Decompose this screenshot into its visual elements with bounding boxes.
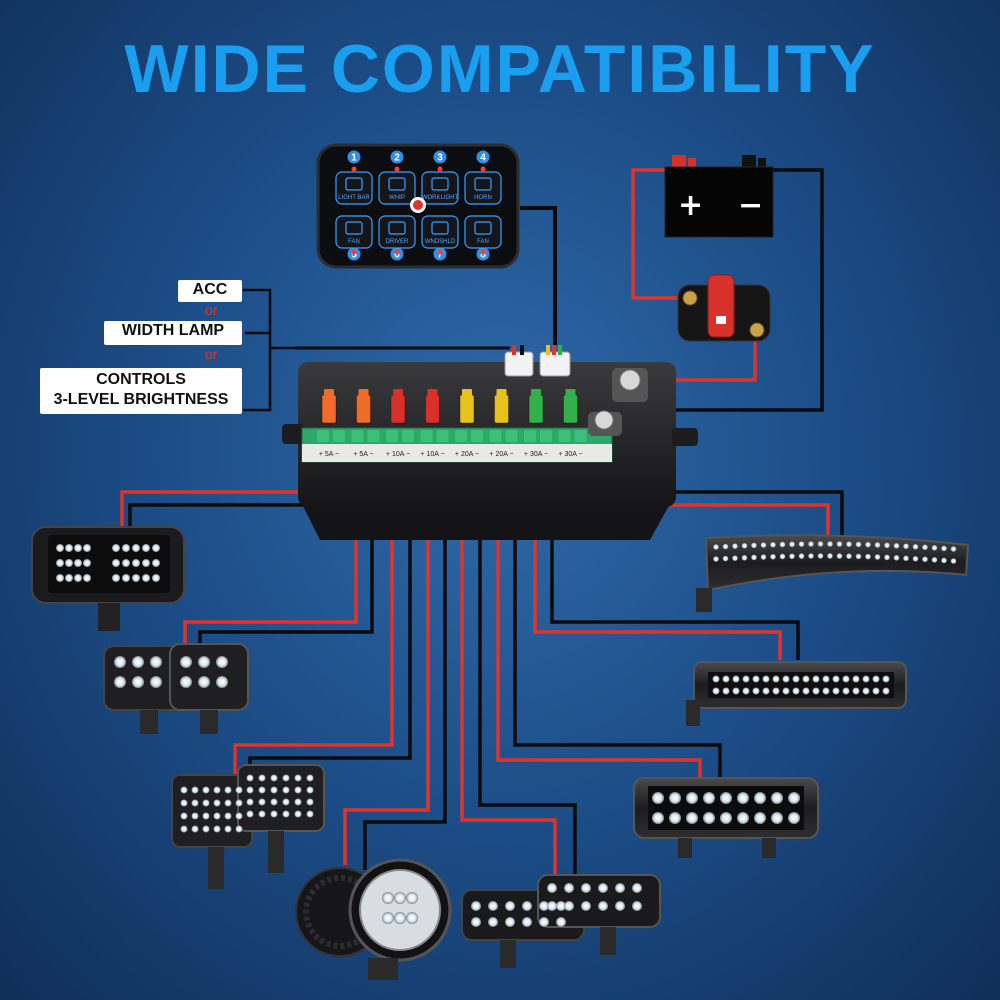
long-curved-light-bar [696,534,970,612]
switch-number: 8 [480,250,486,261]
fuse-2: + 5A − [351,389,380,458]
wire-black-round [363,462,447,870]
switch-label: DRIVER [386,239,409,245]
wire-red-round [343,462,430,865]
wire-red-square [233,462,394,775]
battery-minus-label: − [738,188,763,223]
switch-button-5[interactable]: 5 FAN [335,215,373,261]
label-controls-line1: CONTROLS [96,371,186,388]
wire-red-pods [183,462,358,650]
battery: + − [664,155,774,238]
medium-light-bar [686,661,907,726]
fuse-8: + 30A − [558,389,587,458]
switch-icon [474,177,492,191]
switch-icon [388,177,406,191]
fuses: + 5A − + 5A − + 10A − + 10A − + 20A − + 20A −… [317,389,587,458]
switch-button-8[interactable]: 8 FAN [464,215,502,261]
switch-icon [431,221,449,235]
switch-icon [345,177,363,191]
switch-label: FAN [477,239,489,245]
dual-pod-lights [103,643,249,734]
small-light-bars [461,874,661,968]
wire-battery-negative [610,168,824,412]
fuse-5: + 20A − [455,389,483,458]
fuse-3: + 10A − [386,389,414,458]
short-double-row-bar [633,777,819,858]
wire-red-short [496,462,702,785]
fuse-1: + 5A − [317,389,345,458]
switch-button-7[interactable]: 7 WNDSHLD [421,215,459,261]
switch-button-6[interactable]: 6 DRIVER [378,215,416,261]
label-width-lamp: WIDTH LAMP [104,321,242,345]
fuse-rating: + 10A − [420,451,444,458]
wire-battery-positive [631,168,690,300]
fuse-rating: + 10A − [386,451,410,458]
switch-number: 6 [394,250,400,261]
switch-label: HORN [474,195,492,201]
label-controls-line2: 3-LEVEL BRIGHTNESS [53,391,229,408]
lights [31,526,970,980]
label-acc: ACC [178,280,242,302]
fuse-rating: + 30A − [558,451,582,458]
fuse-4: + 10A − [420,389,449,458]
cube-light-combo [31,526,185,631]
fuse-6: + 20A − [489,389,518,458]
wire-switch-panel [520,206,557,345]
switch-icon [388,221,406,235]
battery-plus-label: + [678,188,703,223]
round-driving-lights [295,858,452,980]
switch-icon [474,221,492,235]
switch-number: 3 [437,153,443,164]
fuse-rating: + 5A − [319,451,339,458]
wire-harness [120,168,844,875]
switch-icon [431,177,449,191]
switch-number: 1 [351,153,357,164]
label-controls: CONTROLS 3-LEVEL BRIGHTNESS [40,368,242,414]
wire-red-cube [120,462,320,530]
wire-signal-bracket [243,288,295,412]
circuit-breaker [677,274,771,342]
square-flood-pods [171,764,325,889]
fuse-7: + 30A − [524,389,552,458]
label-or-2: or [205,346,218,362]
switch-label: WORKLIGHT [422,195,459,201]
switch-icon [345,221,363,235]
switch-label: LIGHT BAR [338,195,370,201]
wire-black-small [478,462,577,875]
fuse-relay-box: + 5A − + 5A − + 10A − + 10A − + 20A − + 20A −… [282,345,698,540]
switch-number: 4 [480,153,486,164]
switch-number: 5 [351,250,357,261]
switch-label: WHIP [389,195,405,201]
wire-black-pods [198,462,374,650]
label-or-1: or [205,302,218,318]
fuse-rating: + 20A − [489,451,513,458]
wire-red-small [460,462,557,875]
switch-number: 2 [394,153,400,164]
wire-breaker-out [640,330,757,382]
wire-black-short [513,462,722,785]
switch-number: 7 [437,250,443,261]
wire-red-medium [533,462,782,660]
page-title: WIDE COMPATIBILITY [124,31,876,107]
switch-label: FAN [348,239,360,245]
fuse-rating: + 20A − [455,451,479,458]
fuse-rating: + 5A − [353,451,373,458]
wire-black-medium [550,462,800,660]
switch-label: WNDSHLD [425,239,456,245]
fuse-rating: + 30A − [524,451,548,458]
